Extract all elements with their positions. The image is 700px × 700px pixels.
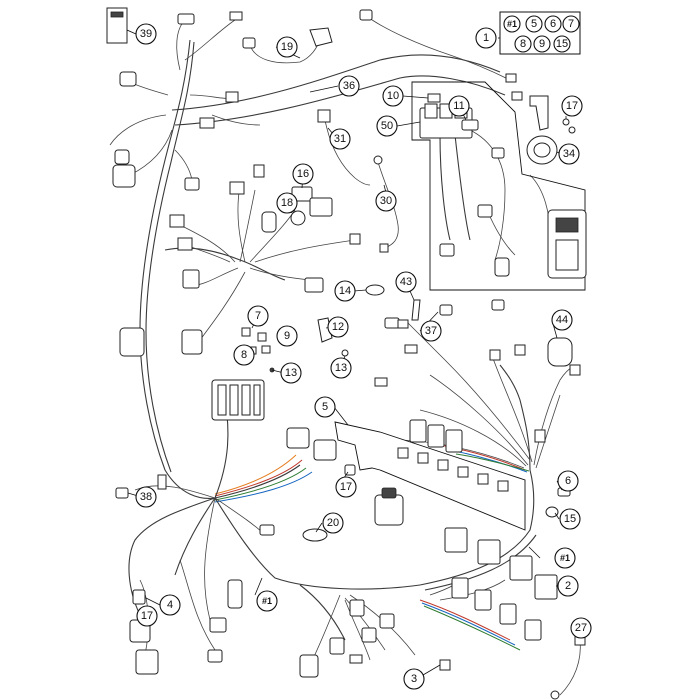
callout-label: 27 bbox=[575, 622, 587, 634]
callout-label: 39 bbox=[140, 28, 152, 40]
callout-3: 3 bbox=[403, 668, 425, 690]
kit-label: 9 bbox=[539, 38, 545, 50]
callout-label: 5 bbox=[322, 401, 328, 413]
kit-item-8: 8 bbox=[514, 35, 532, 53]
callout-label: 10 bbox=[387, 90, 399, 102]
callout-label: 15 bbox=[564, 513, 576, 525]
callout-17a: 17 bbox=[561, 95, 583, 117]
callout-2: 2 bbox=[557, 575, 579, 597]
callout-label: 50 bbox=[381, 120, 393, 132]
callout-12: 12 bbox=[327, 316, 349, 338]
callout-19: 19 bbox=[276, 36, 298, 58]
callout-13a: 13 bbox=[280, 362, 302, 384]
callout-38: 38 bbox=[135, 486, 157, 508]
relay-bracket-plate bbox=[334, 421, 526, 531]
callout-hash1-right: #1 bbox=[554, 547, 576, 569]
callout-label: 13 bbox=[285, 367, 297, 379]
kit-item-9: 9 bbox=[533, 35, 551, 53]
callout-14: 14 bbox=[334, 280, 356, 302]
callout-27: 27 bbox=[570, 617, 592, 639]
kit-item-15: 15 bbox=[553, 35, 571, 53]
callout-label: 20 bbox=[327, 517, 339, 529]
callout-44: 44 bbox=[551, 309, 573, 331]
kit-item-5: 5 bbox=[525, 15, 543, 33]
kit-group: #1 5 6 7 8 9 15 bbox=[499, 11, 581, 55]
callout-label: 11 bbox=[453, 100, 464, 112]
callout-label: 36 bbox=[343, 80, 355, 92]
kit-label: 15 bbox=[556, 38, 568, 50]
relay bbox=[444, 527, 468, 553]
callout-11: 11 bbox=[448, 95, 470, 117]
callout-label: 3 bbox=[411, 673, 417, 685]
callout-label: 8 bbox=[241, 349, 247, 361]
callout-hash1-bottom: #1 bbox=[256, 590, 278, 612]
callout-label: 13 bbox=[335, 362, 347, 374]
callout-30: 30 bbox=[375, 190, 397, 212]
callout-50: 50 bbox=[376, 115, 398, 137]
callout-label: #1 bbox=[560, 553, 570, 563]
callout-label: 34 bbox=[563, 148, 575, 160]
callout-label: 1 bbox=[483, 32, 489, 44]
callout-7: 7 bbox=[247, 305, 269, 327]
callout-15: 15 bbox=[559, 508, 581, 530]
callout-5: 5 bbox=[314, 396, 336, 418]
kit-label: #1 bbox=[507, 19, 517, 29]
callout-label: 30 bbox=[380, 195, 392, 207]
callout-label: 17 bbox=[340, 481, 352, 493]
callout-label: 6 bbox=[565, 475, 571, 487]
callout-31: 31 bbox=[329, 128, 351, 150]
callout-label: 43 bbox=[400, 276, 412, 288]
callout-label: 2 bbox=[565, 580, 571, 592]
callout-20: 20 bbox=[322, 512, 344, 534]
callout-10: 10 bbox=[382, 85, 404, 107]
callout-label: 19 bbox=[281, 41, 293, 53]
parts bbox=[106, 7, 586, 700]
relay bbox=[534, 574, 558, 600]
callout-label: 17 bbox=[566, 100, 578, 112]
callout-label: 14 bbox=[339, 285, 351, 297]
callout-1: 1 bbox=[475, 27, 497, 49]
callouts: 1 2 3 4 5 6 7 8 9 10 11 12 13 13 14 15 1… bbox=[135, 23, 592, 690]
kit-label: 6 bbox=[550, 18, 556, 30]
callout-16: 16 bbox=[292, 163, 314, 185]
callout-6: 6 bbox=[557, 470, 579, 492]
callout-label: 38 bbox=[140, 491, 152, 503]
callout-37: 37 bbox=[420, 320, 442, 342]
callout-label: 4 bbox=[167, 599, 173, 611]
callout-8: 8 bbox=[233, 344, 255, 366]
callout-36: 36 bbox=[338, 75, 360, 97]
inset-frame bbox=[411, 81, 587, 291]
relay bbox=[509, 555, 533, 581]
diagnostic-connector bbox=[374, 494, 404, 526]
callout-label: 18 bbox=[281, 197, 293, 209]
callout-label: 17 bbox=[141, 610, 153, 622]
callout-17c: 17 bbox=[136, 605, 158, 627]
callout-label: 44 bbox=[556, 314, 568, 326]
callout-label: 12 bbox=[332, 321, 344, 333]
kit-label: 7 bbox=[568, 18, 574, 30]
callout-34: 34 bbox=[558, 143, 580, 165]
kit-label: 5 bbox=[531, 18, 537, 30]
kit-label: 8 bbox=[520, 38, 526, 50]
callout-label: 31 bbox=[334, 133, 346, 145]
callout-39: 39 bbox=[135, 23, 157, 45]
callout-label: 37 bbox=[425, 325, 437, 337]
callout-17b: 17 bbox=[335, 476, 357, 498]
callout-13b: 13 bbox=[330, 357, 352, 379]
callout-label: 9 bbox=[284, 330, 290, 342]
callout-18: 18 bbox=[276, 192, 298, 214]
callout-43: 43 bbox=[395, 271, 417, 293]
callout-label: 7 bbox=[255, 310, 261, 322]
kit-item-6: 6 bbox=[544, 15, 562, 33]
callout-label: #1 bbox=[262, 596, 272, 606]
callout-label: 16 bbox=[297, 168, 309, 180]
callout-9: 9 bbox=[276, 325, 298, 347]
relay bbox=[477, 539, 501, 565]
kit-item-7: 7 bbox=[562, 15, 580, 33]
kit-item-1: #1 bbox=[503, 15, 521, 33]
callout-4: 4 bbox=[159, 594, 181, 616]
